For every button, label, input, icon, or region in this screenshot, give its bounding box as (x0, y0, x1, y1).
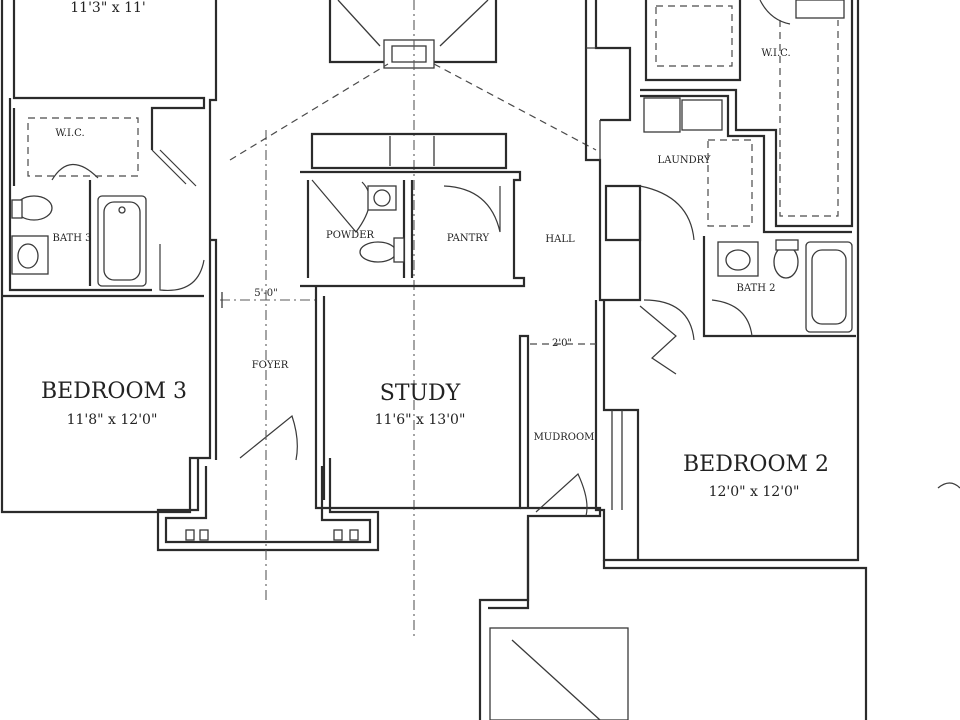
bath3-label: BATH 3 (53, 233, 92, 244)
foyer-label: FOYER (252, 360, 289, 371)
left-wic (27, 117, 197, 187)
study-name: STUDY (380, 381, 461, 406)
foyer-width-label: 5'-0" (254, 288, 277, 299)
labels: 11'3" x 11' W.I.C. BATH 3 BEDROOM 3 11'8… (41, 0, 829, 500)
laundry-label: LAUNDRY (658, 155, 711, 166)
bedroom2-dim: 12'0" x 12'0" (709, 484, 800, 500)
powder-pantry-block (300, 132, 526, 288)
powder-label: POWDER (326, 230, 375, 241)
fireplace-area (229, 0, 597, 640)
wic-left-label: W.I.C. (55, 128, 84, 139)
bedroom3-dim: 11'8" x 12'0" (67, 412, 158, 428)
left-wing-walls (0, 0, 218, 514)
study-walls (314, 286, 602, 720)
study-dim: 11'6" x 13'0" (375, 412, 466, 428)
right-service-block (640, 0, 856, 338)
wic-right-label: W.I.C. (761, 48, 790, 59)
bedroom3-name: BEDROOM 3 (41, 379, 187, 404)
front-porch (156, 414, 380, 552)
top-left-room-dim: 11'3" x 11' (70, 0, 145, 16)
hall-mudroom-walls (530, 0, 860, 562)
small-dim-label: 2'0" (552, 338, 572, 349)
hall-label: HALL (545, 234, 575, 245)
bath3-fixtures (11, 195, 205, 292)
mudroom-label: MUDROOM (534, 432, 595, 443)
bath2-label: BATH 2 (737, 283, 776, 294)
pantry-label: PANTRY (447, 233, 490, 244)
garage-area (489, 482, 960, 720)
bedroom2-name: BEDROOM 2 (683, 452, 829, 477)
